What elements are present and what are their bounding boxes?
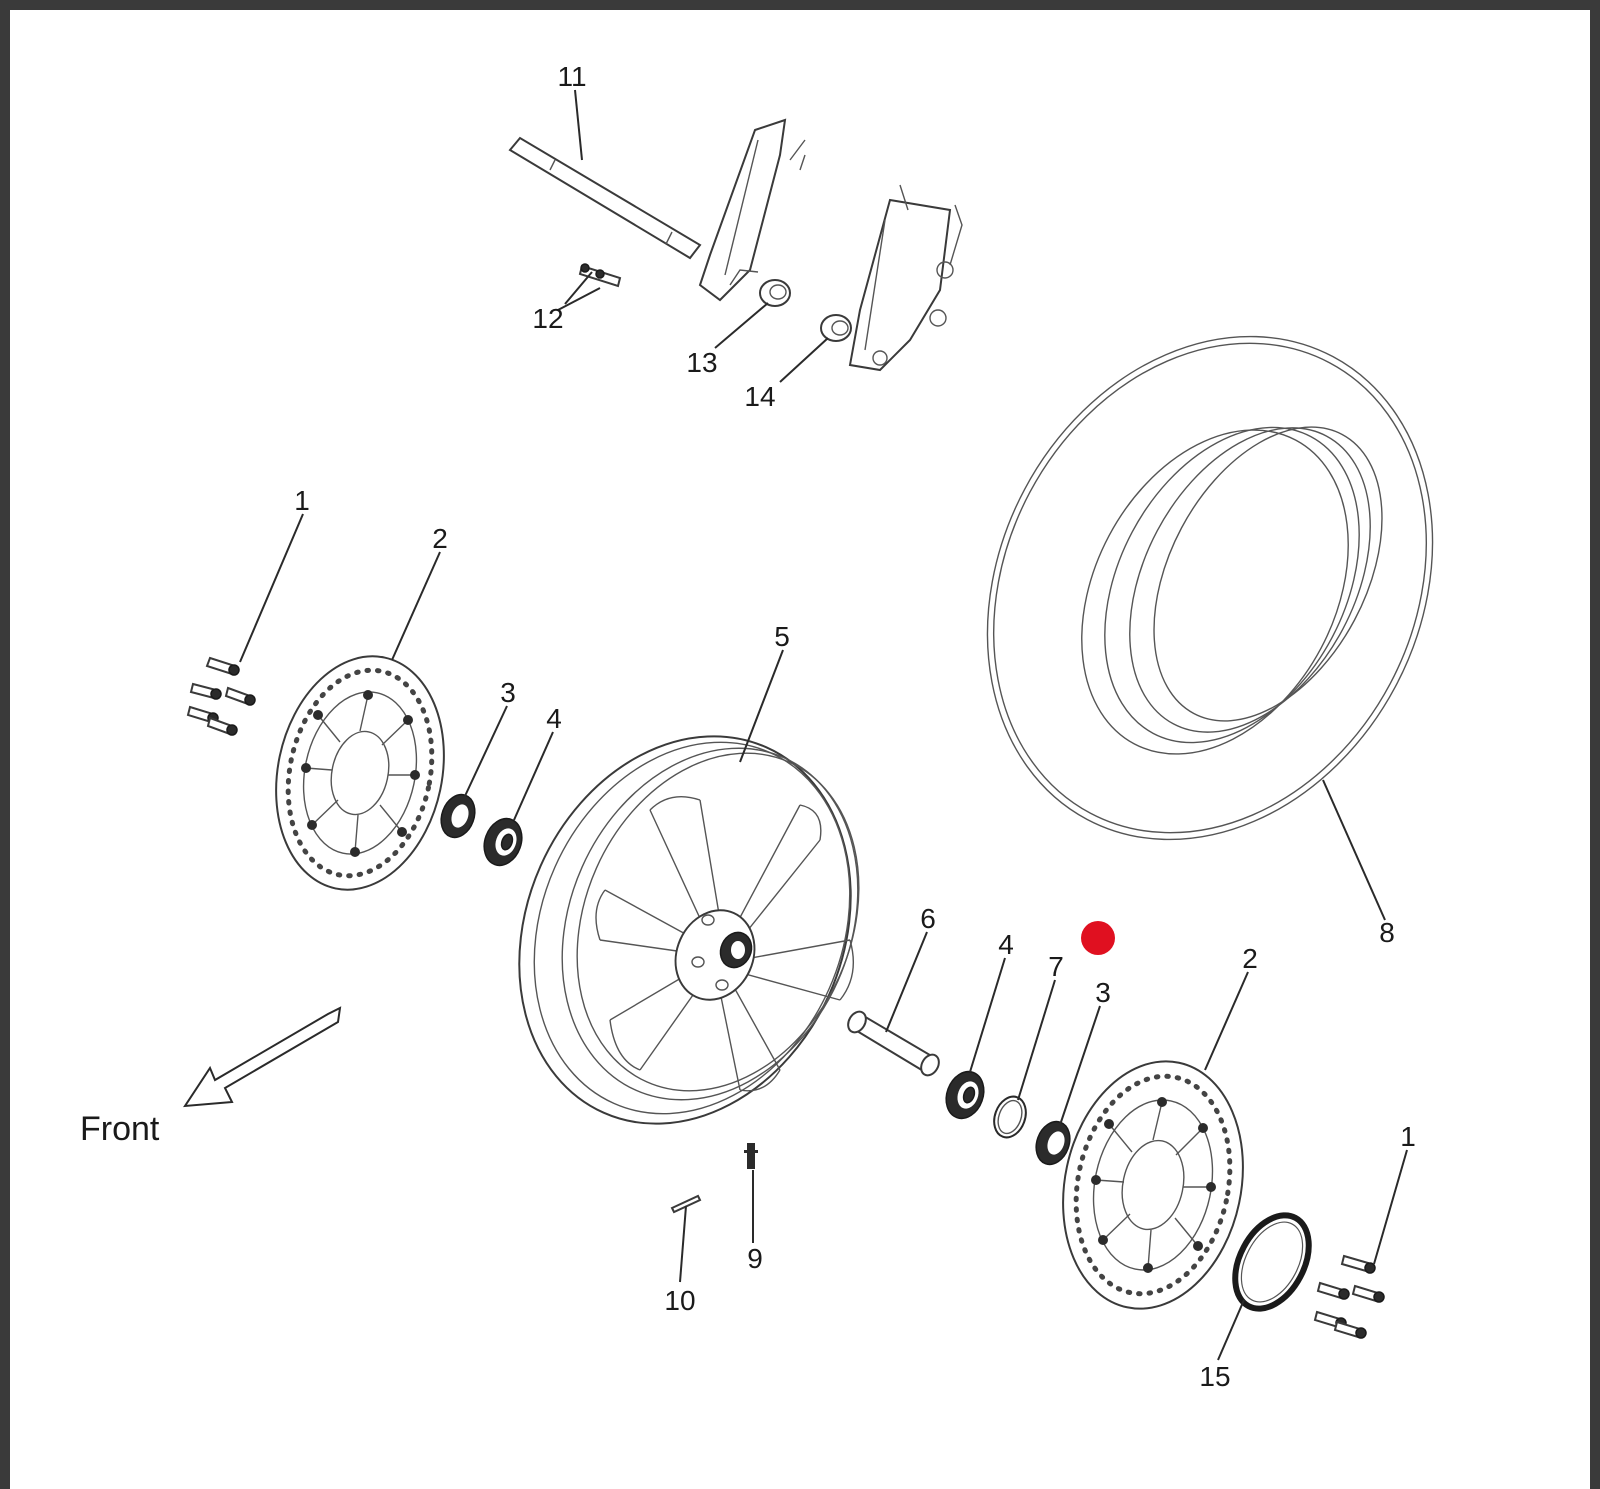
callout-9: 9 <box>747 1243 763 1274</box>
spacer-part <box>759 279 852 342</box>
tire-part <box>986 335 1434 841</box>
callout-10: 10 <box>664 1285 695 1316</box>
tone-ring-part <box>1232 1212 1312 1312</box>
fork-leg-right <box>848 184 963 372</box>
callout-13: 13 <box>686 347 717 378</box>
seal-left <box>440 793 476 839</box>
callout-labels: 1 2 3 4 5 6 4 7 3 2 8 1 9 10 11 12 13 14… <box>294 61 1416 1392</box>
brake-disc-left <box>275 655 445 891</box>
callout-8: 8 <box>1379 917 1395 948</box>
brake-disc-right <box>1062 1060 1244 1310</box>
leader-lines <box>239 89 1408 1361</box>
axle-part <box>508 136 702 260</box>
callout-7: 7 <box>1048 951 1064 982</box>
fork-leg-left <box>698 118 806 302</box>
callout-4-left: 4 <box>546 703 562 734</box>
callout-2-left: 2 <box>432 523 448 554</box>
exploded-parts-diagram: Front 1 2 3 4 5 6 4 7 3 2 8 1 9 <box>80 61 1434 1392</box>
callout-2-right: 2 <box>1242 943 1258 974</box>
bearing-left <box>483 817 523 867</box>
callout-4-right: 4 <box>998 929 1014 960</box>
circlip-part <box>993 1095 1027 1139</box>
diagram-frame: Front 1 2 3 4 5 6 4 7 3 2 8 1 9 <box>10 10 1590 1489</box>
callout-11: 11 <box>557 61 586 92</box>
callout-15: 15 <box>1199 1361 1230 1392</box>
wheel-rim-part <box>518 735 860 1125</box>
balance-weight-part <box>670 1194 702 1214</box>
seal-right <box>1035 1120 1071 1166</box>
callout-5: 5 <box>774 621 790 652</box>
valve-stem-part <box>744 1143 758 1169</box>
callout-3-right: 3 <box>1095 977 1111 1008</box>
pin-part <box>578 263 622 288</box>
bolts-right <box>1313 1254 1385 1339</box>
callout-1-right: 1 <box>1400 1121 1416 1152</box>
bolts-left <box>186 656 256 736</box>
front-arrow <box>183 1006 342 1108</box>
bearing-right <box>945 1070 985 1120</box>
callout-12: 12 <box>532 303 563 334</box>
callout-14: 14 <box>744 381 775 412</box>
callout-6: 6 <box>920 903 936 934</box>
front-label: Front <box>80 1110 160 1148</box>
callout-3-left: 3 <box>500 677 516 708</box>
red-marker-dot <box>1081 921 1115 955</box>
callout-1-left: 1 <box>294 485 310 516</box>
spacer-tube-part <box>847 1010 940 1077</box>
